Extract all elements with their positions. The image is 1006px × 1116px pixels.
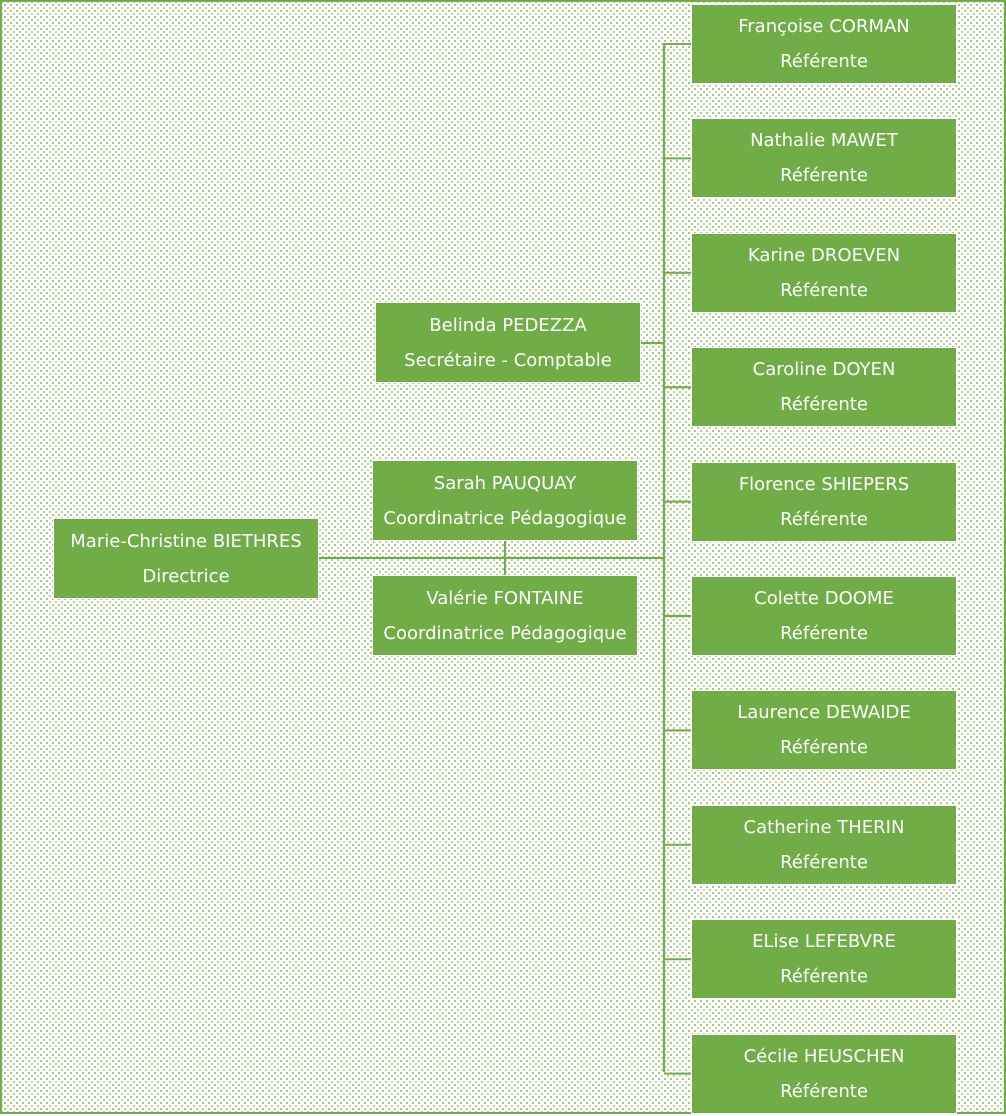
referent-node: Caroline DOYEN Référente <box>691 347 957 428</box>
node-name: Françoise CORMAN <box>738 16 910 37</box>
node-name: Colette DOOME <box>754 588 894 609</box>
node-role: Coordinatrice Pédagogique <box>383 622 627 644</box>
node-name: Catherine THERIN <box>743 816 905 838</box>
node-role: Référente <box>780 1080 868 1102</box>
referent-node: Nathalie MAWET Référente <box>691 118 957 199</box>
referent-node: ELise LEFEBVRE Référente <box>691 919 957 1000</box>
node-role: Coordinatrice Pédagogique <box>383 507 627 529</box>
node-name: Cécile HEUSCHEN <box>743 1045 905 1067</box>
node-name: Florence SHIEPERS <box>738 473 910 495</box>
coordinator-node: Sarah PAUQUAY Coordinatrice Pédagogique <box>372 460 638 541</box>
node-name: Nathalie MAWET <box>750 130 898 152</box>
node-name: Laurence DEWAIDE <box>737 702 911 724</box>
director-node: Marie-Christine BIETHRES Directrice <box>53 518 319 599</box>
referent-node: Laurence DEWAIDE Référente <box>691 690 957 771</box>
node-role: Référente <box>780 508 868 530</box>
node-name: Marie-Christine BIETHRES <box>70 530 302 552</box>
referent-node: Karine DROEVEN Référente <box>691 232 957 313</box>
referent-node: Catherine THERIN Référente <box>691 804 957 885</box>
node-role: Référente <box>780 623 868 644</box>
node-name: Caroline DOYEN <box>752 359 896 381</box>
referent-node: Cécile HEUSCHEN Référente <box>691 1033 957 1114</box>
node-role: Secrétaire - Comptable <box>404 349 612 371</box>
referent-node: Françoise CORMAN Référente <box>691 4 957 84</box>
node-role: Référente <box>780 394 868 416</box>
node-role: Référente <box>780 51 868 72</box>
referent-node: Colette DOOME Référente <box>691 576 957 656</box>
coordinator-node: Valérie FONTAINE Coordinatrice Pédagogiq… <box>372 575 638 656</box>
secretary-node: Belinda PEDEZZA Secrétaire - Comptable <box>375 302 641 383</box>
node-role: Référente <box>780 165 868 187</box>
node-role: Directrice <box>142 565 230 587</box>
referent-node: Florence SHIEPERS Référente <box>691 461 957 542</box>
node-name: ELise LEFEBVRE <box>752 931 896 953</box>
node-name: Valérie FONTAINE <box>426 587 584 609</box>
node-role: Référente <box>780 737 868 759</box>
node-name: Sarah PAUQUAY <box>433 472 577 494</box>
node-role: Référente <box>780 966 868 988</box>
node-name: Karine DROEVEN <box>747 244 901 266</box>
node-role: Référente <box>780 851 868 873</box>
node-role: Référente <box>780 279 868 301</box>
node-name: Belinda PEDEZZA <box>429 314 587 336</box>
